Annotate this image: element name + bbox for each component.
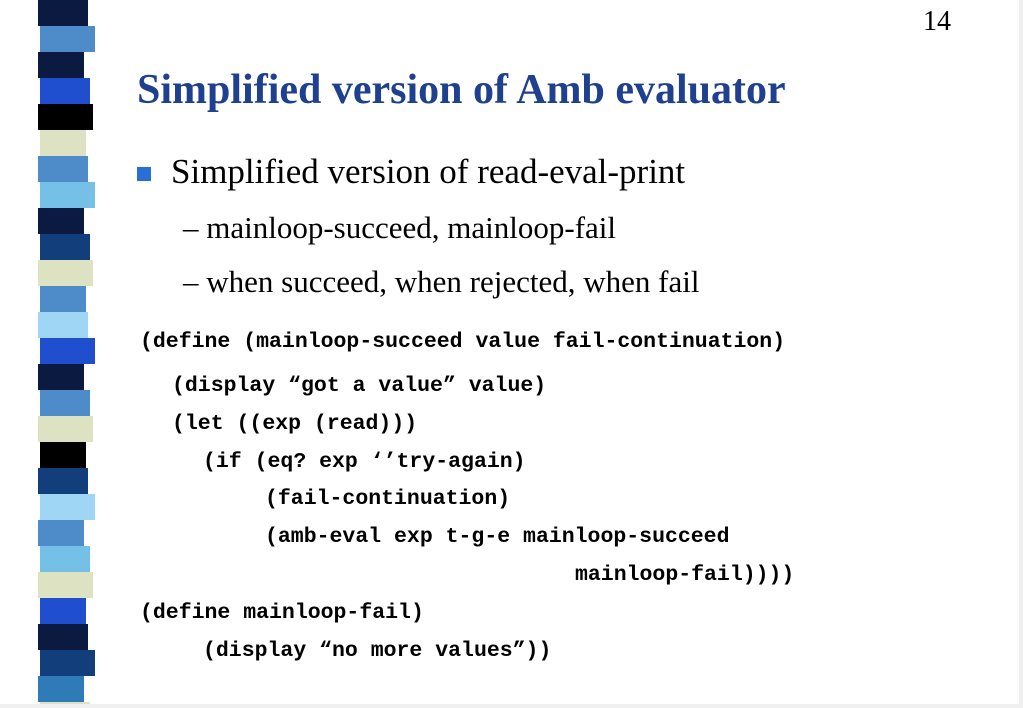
code-line-4: (if (eq? exp ‘’try-again) (203, 450, 526, 474)
stripe-segment (40, 286, 86, 312)
stripe-segment (40, 182, 95, 208)
stripe-segment (40, 26, 95, 52)
stripe-segment (40, 130, 86, 156)
stripe-segment (40, 598, 86, 624)
code-line-5: (fail-continuation) (265, 487, 511, 511)
code-line-3: (let ((exp (read))) (172, 412, 418, 436)
stripe-segment (38, 676, 84, 702)
square-bullet-icon (137, 167, 151, 181)
stripe-segment (38, 416, 93, 442)
stripe-segment (38, 104, 93, 130)
page-number: 14 (923, 6, 951, 37)
stripe-segment (40, 546, 90, 572)
sub-bullet-1: – mainloop-succeed, mainloop-fail (183, 210, 617, 245)
stripe-segment (40, 390, 90, 416)
stripe-segment (38, 260, 93, 286)
stripe-segment (38, 52, 84, 78)
stripe-segment (40, 442, 86, 468)
code-line-6: (amb-eval exp t-g-e mainloop-succeed (265, 525, 730, 549)
code-line-8: (define mainloop-fail) (140, 601, 424, 625)
bottom-frame-edge (0, 704, 1023, 708)
code-line-1: (define (mainloop-succeed value fail-con… (140, 330, 786, 354)
stripe-segment (38, 156, 88, 182)
right-frame-edge (1019, 0, 1023, 708)
stripe-segment (38, 468, 88, 494)
stripe-segment (38, 624, 88, 650)
stripe-segment (38, 520, 84, 546)
code-line-9: (display “no more values”)) (203, 639, 552, 663)
code-line-7: mainloop-fail)))) (575, 563, 795, 587)
sub-bullet-2: – when succeed, when rejected, when fail (183, 264, 700, 299)
stripe-segment (38, 208, 84, 234)
stripe-segment (38, 364, 84, 390)
code-line-2: (display “got a value” value) (172, 374, 547, 398)
bullet-item: Simplified version of read-eval-print (137, 152, 685, 192)
stripe-segment (38, 0, 88, 26)
slide-title: Simplified version of Amb evaluator (137, 67, 786, 113)
stripe-segment (40, 650, 95, 676)
stripe-segment (38, 572, 93, 598)
stripe-segment (38, 312, 88, 338)
stripe-segment (40, 338, 95, 364)
decorative-stripe (38, 0, 95, 708)
stripe-segment (40, 78, 90, 104)
stripe-segment (40, 494, 95, 520)
bullet-text: Simplified version of read-eval-print (171, 152, 686, 191)
stripe-segment (40, 234, 90, 260)
